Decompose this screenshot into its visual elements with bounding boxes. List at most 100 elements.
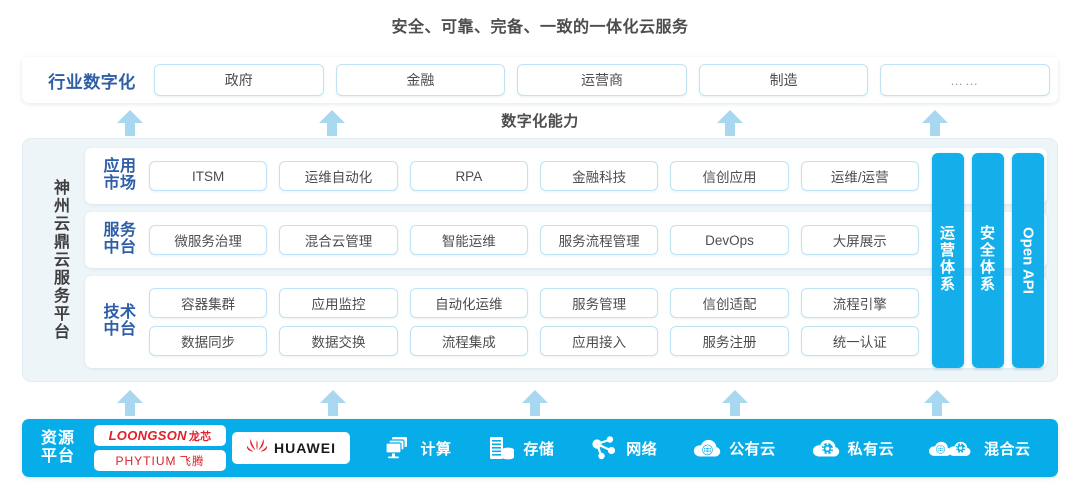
industry-chip-telecom[interactable]: 运营商	[517, 64, 687, 96]
layer-line: 容器集群 应用监控 自动化运维 服务管理 信创适配 流程引擎	[149, 288, 919, 318]
capability-box-process-engine[interactable]: 流程引擎	[800, 288, 919, 318]
network-icon	[592, 436, 616, 460]
resource-platform-label: 资源 平台	[22, 430, 94, 465]
layer-label-technology-midplatform: 技术 中台	[91, 304, 149, 339]
industry-row-label: 行业数字化	[48, 72, 136, 92]
up-arrow-icon	[117, 110, 143, 136]
pillar-char: 体	[979, 259, 996, 276]
layer-label-line-1: 服务	[103, 222, 137, 240]
pillar-security-system[interactable]: 安 全 体 系	[972, 152, 1004, 368]
platform-layers: 应用 市场 ITSM 运维自动化 RPA 金融科技 信创应用 运维/运营	[85, 148, 1047, 372]
phytium-cn-name: 飞腾	[179, 455, 205, 468]
capability-box-data-sync[interactable]: 数据同步	[149, 326, 268, 356]
capability-box-intelligent-ops[interactable]: 智能运维	[409, 225, 528, 255]
resource-item-label: 计算	[420, 440, 452, 458]
page-title: 安全、可靠、完备、一致的一体化云服务	[391, 19, 689, 36]
capability-box-app-monitoring[interactable]: 应用监控	[279, 288, 398, 318]
capability-box-unified-auth[interactable]: 统一认证	[800, 326, 919, 356]
industry-chip-government[interactable]: 政府	[154, 64, 324, 96]
layer-line: 数据同步 数据交换 流程集成 应用接入 服务注册 统一认证	[149, 326, 919, 356]
resource-item-network[interactable]: 网络	[589, 435, 657, 461]
capability-box-big-screen[interactable]: 大屏展示	[800, 225, 919, 255]
loongson-cn-name: 龙芯	[188, 430, 212, 443]
resource-item-public-cloud[interactable]: 公有云	[692, 435, 776, 461]
huawei-petal-icon	[246, 439, 268, 452]
layer-label-line-1: 应用	[103, 158, 137, 176]
phytium-wordmark: PHYTIUM	[115, 453, 177, 468]
pillar-char: 全	[979, 242, 996, 260]
capability-box-service-mgmt[interactable]: 服务管理	[539, 288, 659, 318]
loongson-wordmark: LOONGSON	[108, 427, 187, 443]
capability-box-devops[interactable]: DevOps	[670, 225, 789, 255]
layer-grid-service-midplatform: 微服务治理 混合云管理 智能运维 服务流程管理 DevOps 大屏展示	[149, 225, 1037, 255]
capability-box-app-access[interactable]: 应用接入	[539, 326, 659, 356]
capability-box-ops-automation[interactable]: 运维自动化	[279, 161, 398, 191]
layer-application-market: 应用 市场 ITSM 运维自动化 RPA 金融科技 信创应用 运维/运营	[85, 148, 1047, 204]
up-arrow-icon	[319, 110, 345, 136]
pillar-char: 系	[939, 275, 956, 293]
compute-icon	[385, 437, 408, 459]
up-arrow-icon	[522, 390, 548, 416]
layer-technology-midplatform: 技术 中台 容器集群 应用监控 自动化运维 服务管理 信创适配 流程引擎 数据同…	[85, 276, 1047, 368]
capability-box-service-process-mgmt[interactable]: 服务流程管理	[539, 225, 659, 255]
resource-item-label: 混合云	[983, 440, 1031, 458]
resource-item-hybrid-cloud[interactable]: 混合云	[928, 435, 1031, 461]
capability-box-data-exchange[interactable]: 数据交换	[279, 326, 398, 356]
layer-grid-application-market: ITSM 运维自动化 RPA 金融科技 信创应用 运维/运营	[149, 161, 1037, 191]
resource-label-line-2: 平台	[40, 448, 75, 465]
resource-item-storage[interactable]: 存储	[486, 435, 554, 461]
huawei-logo-plate[interactable]: HUAWEI	[232, 432, 350, 464]
industry-chip-more[interactable]: ……	[880, 64, 1050, 96]
layer-label-line-2: 中台	[103, 239, 137, 256]
layer-service-midplatform: 服务 中台 微服务治理 混合云管理 智能运维 服务流程管理 DevOps 大屏展…	[85, 212, 1047, 268]
layer-line: 微服务治理 混合云管理 智能运维 服务流程管理 DevOps 大屏展示	[149, 225, 919, 255]
pillar-char: 体	[939, 259, 956, 276]
resource-item-label: 存储	[523, 440, 555, 458]
resource-item-compute[interactable]: 计算	[383, 435, 451, 461]
platform-panel: 神州云鼎云服务平台 应用 市场 ITSM 运维自动化 RPA 金融科技 信创应用…	[22, 138, 1058, 382]
layer-line: ITSM 运维自动化 RPA 金融科技 信创应用 运维/运营	[149, 161, 919, 191]
capability-caption: 数字化能力	[501, 113, 579, 130]
capability-box-xinchuang-app[interactable]: 信创应用	[670, 161, 789, 191]
capability-box-xinchuang-adaptation[interactable]: 信创适配	[670, 288, 789, 318]
industry-chip-manufacturing[interactable]: 制造	[698, 64, 869, 96]
capability-box-rpa[interactable]: RPA	[409, 161, 528, 191]
pillar-operations-system[interactable]: 运 营 体 系	[932, 152, 964, 368]
private-cloud-icon	[812, 439, 839, 457]
capability-box-microservice-governance[interactable]: 微服务治理	[149, 225, 268, 255]
capability-box-container-cluster[interactable]: 容器集群	[149, 288, 268, 318]
up-arrow-icon	[717, 110, 743, 136]
resource-item-label: 网络	[626, 440, 658, 458]
resource-item-label: 私有云	[847, 440, 895, 458]
up-arrow-icon	[117, 390, 143, 416]
pillar-char: 运	[939, 225, 956, 243]
layer-label-line-2: 中台	[103, 321, 137, 338]
resource-item-label: 公有云	[729, 440, 776, 458]
layer-label-service-midplatform: 服务 中台	[91, 222, 149, 257]
pillar-char: 营	[939, 242, 956, 260]
capability-box-itsm[interactable]: ITSM	[149, 161, 268, 191]
pillar-open-api[interactable]: Open API	[1012, 152, 1044, 368]
resource-item-private-cloud[interactable]: 私有云	[811, 435, 895, 461]
layer-label-line-1: 技术	[103, 304, 137, 322]
capability-box-automated-ops[interactable]: 自动化运维	[409, 288, 528, 318]
hybrid-cloud-icon	[928, 441, 971, 456]
pillar-char: 安	[979, 225, 996, 243]
capability-box-fintech[interactable]: 金融科技	[539, 161, 659, 191]
layer-label-application-market: 应用 市场	[91, 158, 149, 193]
capability-box-hybrid-cloud-mgmt[interactable]: 混合云管理	[279, 225, 398, 255]
pillar-group: 运 营 体 系 安 全 体 系 Open API	[932, 148, 1047, 372]
capability-box-ops-operations[interactable]: 运维/运营	[800, 161, 919, 191]
capability-box-process-integration[interactable]: 流程集成	[409, 326, 528, 356]
capability-box-service-registry[interactable]: 服务注册	[670, 326, 789, 356]
huawei-logo: HUAWEI	[246, 438, 336, 458]
industry-chip-finance[interactable]: 金融	[335, 64, 506, 96]
